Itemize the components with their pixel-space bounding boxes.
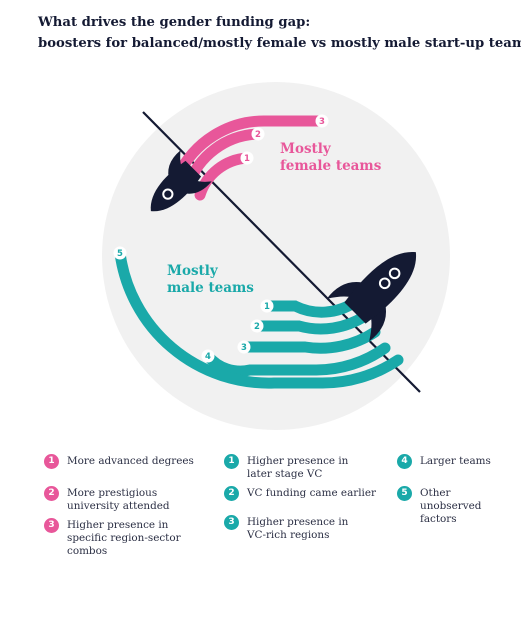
male-arc-number-3: 3: [241, 343, 247, 353]
rocket-female-window: [162, 188, 174, 200]
legend-male-badge-2: 2: [224, 486, 239, 501]
legend-male-text-4: Larger teams: [420, 455, 491, 467]
male-group-label-line-2: male teams: [167, 280, 254, 296]
legend-male-badge-3: 3: [224, 515, 239, 530]
female-arc-marker-2: [251, 127, 265, 141]
male-arc-marker-5: [113, 246, 127, 260]
title-line-2: boosters for balanced/mostly female vs m…: [38, 36, 521, 51]
legend-male-5: 5 Other unobserved factors: [397, 486, 515, 526]
rocket-male-window-1: [388, 267, 401, 280]
male-arc-marker-3: [237, 340, 251, 354]
legend-male-text-5: Other unobserved factors: [420, 487, 482, 525]
rocket-male-window-2: [378, 277, 391, 290]
legend-female-text-3: Higher presence in specific region-secto…: [67, 519, 181, 557]
rocket-male: [326, 252, 416, 342]
female-arc-number-2: 2: [255, 130, 261, 140]
legend-female-1: 1 More advanced degrees: [44, 454, 195, 469]
legend-female-text-1: More advanced degrees: [67, 455, 194, 467]
legend-male-text-3: Higher presence in VC-rich regions: [247, 516, 349, 541]
legend-male-badge-5: 5: [397, 486, 412, 501]
legend-male-3: 3 Higher presence in VC-rich regions: [224, 515, 357, 542]
chart-title: What drives the gender funding gap: boos…: [38, 12, 521, 54]
female-arc-marker-3: [315, 114, 329, 128]
male-group-label-line-1: Mostly: [167, 263, 219, 279]
female-group-label-line-2: female teams: [280, 158, 382, 174]
male-arc-marker-4: [201, 349, 215, 363]
legend-female-badge-2: 2: [44, 486, 59, 501]
title-line-1: What drives the gender funding gap:: [38, 15, 311, 30]
female-arc-number-1: 1: [244, 154, 250, 164]
female-arc-number-3: 3: [319, 117, 325, 127]
legend-male-4: 4 Larger teams: [397, 454, 515, 469]
legend-male-badge-1: 1: [224, 454, 239, 469]
legend-female-text-2: More prestigious university attended: [67, 487, 170, 512]
legend-female-badge-1: 1: [44, 454, 59, 469]
female-group-label-line-1: Mostly: [280, 141, 332, 157]
legend-male-text-1: Higher presence in later stage VC: [247, 455, 349, 480]
male-arc-5: [114, 247, 404, 389]
legend-female-badge-3: 3: [44, 518, 59, 533]
male-arc-marker-2: [250, 319, 264, 333]
male-arc-3: [238, 326, 381, 354]
male-arc-2: [251, 310, 371, 335]
male-arc-number-5: 5: [117, 249, 123, 259]
male-arc-number-1: 1: [264, 302, 270, 312]
legend-female-2: 2 More prestigious university attended: [44, 486, 195, 513]
male-arc-number-2: 2: [254, 322, 260, 332]
male-arc-marker-1: [260, 299, 274, 313]
male-arc-4: [202, 342, 391, 377]
legend-male-1: 1 Higher presence in later stage VC: [224, 454, 371, 481]
female-arc-marker-1: [240, 151, 254, 165]
legend-male-badge-4: 4: [397, 454, 412, 469]
rocket-female-body: [150, 160, 202, 212]
legend-female-3: 3 Higher presence in specific region-sec…: [44, 518, 207, 558]
male-arc-number-4: 4: [205, 352, 211, 362]
rocket-female: [150, 150, 212, 212]
legend-male-text-2: VC funding came earlier: [247, 487, 377, 499]
legend-male-2: 2 VC funding came earlier: [224, 486, 382, 501]
